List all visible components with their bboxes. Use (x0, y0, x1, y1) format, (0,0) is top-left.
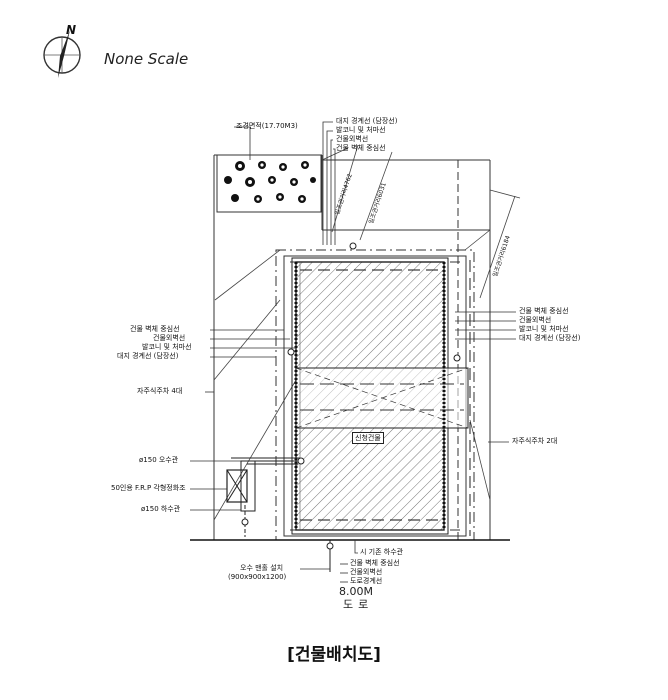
top-label-wall-center: 건물 벽체 중심선 (336, 144, 386, 152)
building-tag: 신청건물 (352, 432, 384, 444)
north-letter: N (66, 23, 77, 37)
left-label-site-boundary: 대지 경계선 (담장선) (117, 352, 179, 360)
manhole-label: 오수 맨홀 설치 (240, 564, 284, 572)
drawing-caption: [건물배치도] (287, 645, 381, 665)
road-width: 8.00M (339, 585, 373, 598)
building-footprint (291, 257, 471, 536)
scale-note: None Scale (104, 50, 189, 68)
septic-tank-label: 50인용 F.R.P 각형정화조 (111, 484, 186, 492)
left-label-exterior-wall: 건물외벽선 (153, 334, 186, 342)
dimension-lines (213, 144, 521, 521)
right-label-wall-center: 건물 벽체 중심선 (519, 307, 569, 315)
left-label-wall-center: 건물 벽체 중심선 (130, 325, 180, 333)
existing-sewer-label: 시 기존 하수관 (360, 548, 404, 556)
top-label-balcony: 발코니 및 처마선 (336, 126, 386, 134)
parking-right-label: 자주식주차 2대 (512, 437, 558, 445)
left-label-balcony: 발코니 및 처마선 (142, 343, 192, 351)
rain-pipe-label: ø150 하수관 (141, 505, 181, 513)
parking-left-label: 자주식주차 4대 (137, 387, 183, 395)
septic-tank (226, 460, 256, 512)
road-name: 도로 (343, 598, 374, 611)
sewage-pipes (231, 242, 461, 572)
right-label-site-boundary: 대지 경계선 (담장선) (519, 334, 581, 342)
right-label-exterior-wall: 건물외벽선 (519, 316, 552, 324)
leader-lines (190, 121, 516, 583)
manhole-size-label: (900x900x1200) (228, 573, 287, 581)
top-label-site-boundary: 대지 경계선 (담장선) (336, 117, 398, 125)
landscape-area-label: 조경면적(17.70M3) (236, 122, 298, 130)
sewage-pipe-label: ø150 오수관 (139, 456, 179, 464)
bottom-label-road-boundary: 도로경계선 (350, 577, 383, 585)
bottom-label-wall-center: 건물 벽체 중심선 (350, 559, 400, 567)
north-arrow-icon (43, 30, 81, 78)
right-label-balcony: 발코니 및 처마선 (519, 325, 569, 333)
landscape-area (216, 154, 322, 213)
top-label-exterior-wall: 건물외벽선 (336, 135, 369, 143)
bottom-label-exterior-wall: 건물외벽선 (350, 568, 383, 576)
